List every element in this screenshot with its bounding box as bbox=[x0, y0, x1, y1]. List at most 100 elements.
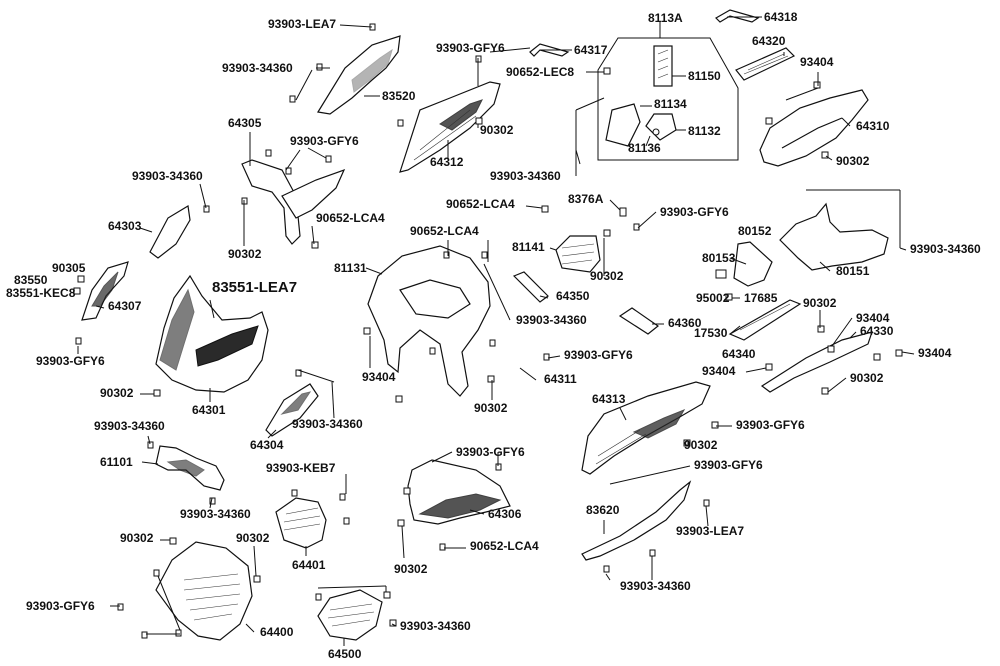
part-label-93903-gfy6: 93903-GFY6 bbox=[564, 348, 633, 362]
part-64304 bbox=[265, 383, 319, 437]
part-label-90302: 90302 bbox=[480, 123, 514, 137]
part-label-90302: 90302 bbox=[684, 438, 718, 452]
part-label-61101: 61101 bbox=[100, 455, 133, 469]
part-80152 bbox=[733, 241, 773, 287]
part-label-8376a: 8376A bbox=[568, 192, 604, 206]
part-label-90302: 90302 bbox=[474, 401, 508, 415]
part-label-83620: 83620 bbox=[586, 503, 620, 517]
part-label-64311: 64311 bbox=[544, 372, 577, 386]
part-label-64306: 64306 bbox=[488, 507, 522, 521]
part-label-90305: 90305 bbox=[52, 261, 86, 275]
part-label-93903-34360: 93903-34360 bbox=[132, 169, 203, 183]
part-64301 bbox=[155, 274, 269, 393]
part-label-81132: 81132 bbox=[688, 124, 721, 138]
part-label-83551-lea7: 83551-LEA7 bbox=[212, 279, 297, 296]
part-label-93903-34360: 93903-34360 bbox=[516, 313, 587, 327]
part-label-93903-gfy6: 93903-GFY6 bbox=[36, 354, 105, 368]
part-label-83551-kec8: 83551-KEC8 bbox=[6, 286, 76, 300]
part-label-64304: 64304 bbox=[250, 438, 284, 452]
part-label-64317: 64317 bbox=[574, 43, 608, 57]
part-83620 bbox=[581, 480, 692, 561]
part-label-90652-lca4: 90652-LCA4 bbox=[316, 211, 385, 225]
part-label-90302: 90302 bbox=[850, 371, 884, 385]
part-label-90302: 90302 bbox=[100, 386, 134, 400]
part-label-81131: 81131 bbox=[334, 261, 367, 275]
part-label-80151: 80151 bbox=[836, 264, 870, 278]
part-label-90302: 90302 bbox=[590, 269, 624, 283]
part-64307 bbox=[81, 261, 129, 321]
part-61101 bbox=[155, 445, 225, 491]
part-label-93903-gfy6: 93903-GFY6 bbox=[26, 599, 95, 613]
part-label-93903-gfy6: 93903-GFY6 bbox=[436, 41, 505, 55]
part-label-93903-34360: 93903-34360 bbox=[94, 419, 165, 433]
part-64500 bbox=[317, 589, 383, 641]
part-80151 bbox=[779, 202, 889, 271]
part-label-64401: 64401 bbox=[292, 558, 326, 572]
part-label-93903-34360: 93903-34360 bbox=[180, 507, 251, 521]
part-label-64330: 64330 bbox=[860, 324, 894, 338]
part-label-64312: 64312 bbox=[430, 155, 464, 169]
part-label-93903-lea7: 93903-LEA7 bbox=[676, 524, 744, 538]
part-label-93404: 93404 bbox=[856, 311, 890, 325]
part-label-64313: 64313 bbox=[592, 392, 626, 406]
part-label-93903-gfy6: 93903-GFY6 bbox=[290, 134, 359, 148]
part-label-81141: 81141 bbox=[512, 240, 545, 254]
part-label-81134: 81134 bbox=[654, 97, 687, 111]
part-label-64307: 64307 bbox=[108, 299, 142, 313]
part-64350 bbox=[512, 271, 549, 303]
part-label-93404: 93404 bbox=[702, 364, 736, 378]
fasteners bbox=[73, 23, 903, 639]
part-label-64305: 64305 bbox=[228, 116, 262, 130]
part-label-93903-34360: 93903-34360 bbox=[490, 169, 561, 183]
part-83520 bbox=[317, 35, 401, 115]
part-label-90652-lca4: 90652-LCA4 bbox=[410, 224, 479, 238]
part-label-81136: 81136 bbox=[628, 141, 661, 155]
part-label-64303: 64303 bbox=[108, 219, 142, 233]
part-label-90302: 90302 bbox=[120, 531, 154, 545]
part-label-93404: 93404 bbox=[362, 370, 396, 384]
part-64330 bbox=[760, 331, 873, 393]
part-label-83520: 83520 bbox=[382, 89, 416, 103]
part-81131 bbox=[367, 245, 491, 397]
part-label-93903-lea7: 93903-LEA7 bbox=[268, 17, 336, 31]
part-label-64500: 64500 bbox=[328, 647, 362, 661]
part-label-64310: 64310 bbox=[856, 119, 890, 133]
part-label-93903-34360: 93903-34360 bbox=[292, 417, 363, 431]
part-label-90652-lca4: 90652-LCA4 bbox=[470, 539, 539, 553]
part-64318 bbox=[715, 9, 760, 23]
part-label-95002: 95002 bbox=[696, 291, 730, 305]
part-label-93903-gfy6: 93903-GFY6 bbox=[736, 418, 805, 432]
part-64360 bbox=[618, 307, 660, 335]
part-64305 bbox=[241, 159, 346, 245]
part-64400 bbox=[155, 541, 253, 641]
part-label-64350: 64350 bbox=[556, 289, 590, 303]
part-8113a-box bbox=[597, 22, 739, 161]
part-label-64318: 64318 bbox=[764, 10, 798, 24]
part-label-93404: 93404 bbox=[800, 55, 834, 69]
part-64303 bbox=[149, 205, 191, 259]
part-label-90302: 90302 bbox=[803, 296, 837, 310]
part-label-90652-lca4: 90652-LCA4 bbox=[446, 197, 515, 211]
part-64320 bbox=[735, 47, 796, 81]
part-label-93903-34360: 93903-34360 bbox=[222, 61, 293, 75]
part-label-93903-gfy6: 93903-GFY6 bbox=[456, 445, 525, 459]
part-label-83550: 83550 bbox=[14, 273, 48, 287]
part-64313 bbox=[581, 381, 711, 475]
part-label-81150: 81150 bbox=[688, 69, 721, 83]
part-64401 bbox=[275, 497, 327, 549]
part-64310 bbox=[759, 89, 869, 167]
part-label-93903-34360: 93903-34360 bbox=[910, 242, 981, 256]
part-label-17685: 17685 bbox=[744, 291, 778, 305]
part-label-93404: 93404 bbox=[918, 346, 952, 360]
part-label-64360: 64360 bbox=[668, 316, 702, 330]
part-label-90652-lec8: 90652-LEC8 bbox=[506, 65, 574, 79]
part-label-93903-gfy6: 93903-GFY6 bbox=[694, 458, 763, 472]
part-label-80152: 80152 bbox=[738, 224, 772, 238]
part-label-93903-34360: 93903-34360 bbox=[400, 619, 471, 633]
part-label-17530: 17530 bbox=[694, 326, 728, 340]
part-label-64301: 64301 bbox=[192, 403, 226, 417]
leader-lines bbox=[77, 16, 915, 646]
